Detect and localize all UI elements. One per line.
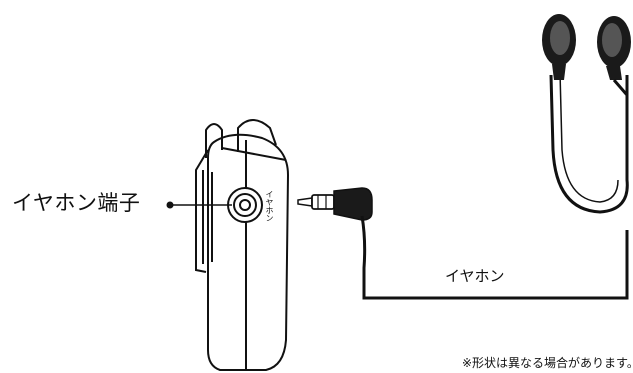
radio-body-outline <box>207 133 290 371</box>
jack-leader <box>166 201 232 209</box>
jack-label: イヤホン端子 <box>12 191 141 215</box>
plug-tip <box>297 197 313 207</box>
earbud-cord-inner <box>559 71 619 203</box>
earphone-jack <box>227 187 263 223</box>
earphone-plug <box>297 187 373 221</box>
radio-device <box>195 119 290 371</box>
earbud-cord-loop <box>549 74 629 214</box>
antenna-left <box>205 123 223 158</box>
shape-note: ※形状は異なる場合があります。 <box>462 356 633 370</box>
earphone-cable <box>360 215 629 300</box>
cable-label: イヤホン <box>445 267 505 285</box>
plug-body <box>333 187 373 221</box>
engraved-jack-label: イヤホン <box>265 190 274 222</box>
antenna-right <box>237 119 277 152</box>
radio-top-seam <box>221 147 287 161</box>
earbuds <box>542 14 631 214</box>
plug-sleeve <box>311 194 335 210</box>
radio-clip <box>195 149 209 273</box>
